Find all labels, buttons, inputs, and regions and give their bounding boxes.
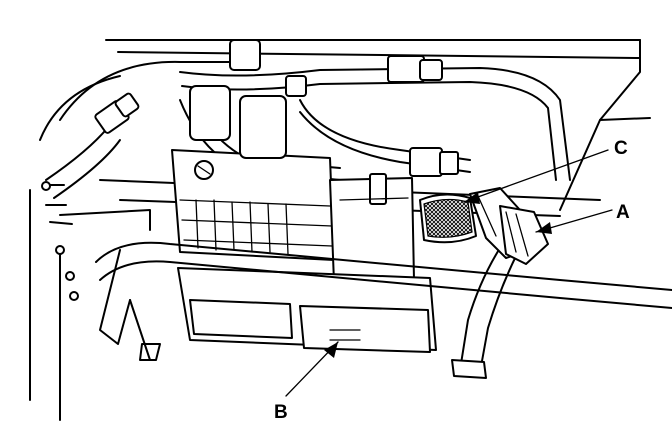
connector-mid	[409, 147, 443, 177]
arrowhead-c	[464, 192, 480, 204]
right-drain-hose	[451, 247, 519, 379]
front-hose	[95, 241, 672, 361]
filter-screen-c	[419, 193, 477, 244]
leader-lines	[285, 149, 613, 397]
connector-top	[387, 55, 425, 83]
arrowhead-b	[324, 342, 338, 358]
canister-lower-b	[177, 267, 437, 353]
canister-left	[171, 85, 335, 261]
callout-label-b: B	[274, 402, 288, 423]
leader-line-c	[463, 149, 609, 203]
hose-coupling-a	[469, 187, 549, 265]
callout-label-c: C	[614, 138, 628, 159]
callout-label-a: A	[616, 202, 630, 223]
wiring-harness-left	[41, 92, 151, 301]
arrowhead-a	[536, 222, 552, 234]
